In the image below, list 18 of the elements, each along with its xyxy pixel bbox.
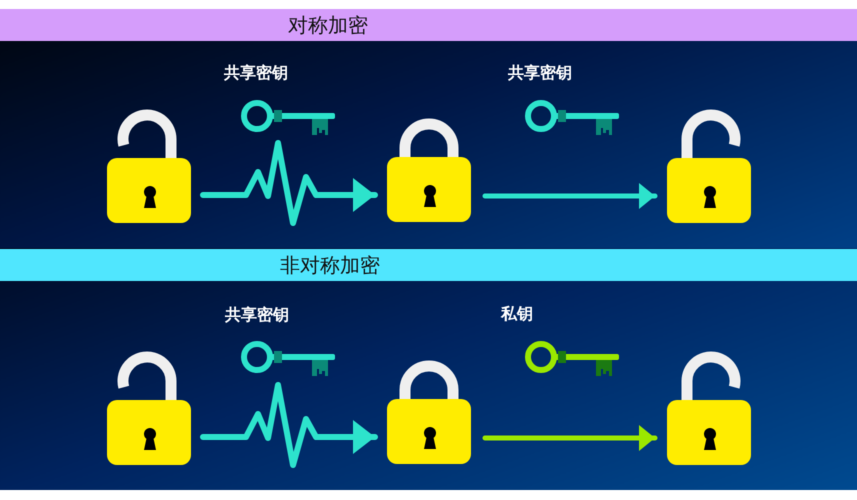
key-label: 共享密钥	[508, 63, 572, 83]
padlock	[387, 360, 471, 465]
key-label: 共享密钥	[224, 63, 288, 83]
arrow	[482, 183, 658, 209]
panel	[0, 248, 857, 490]
arrow	[482, 425, 658, 451]
padlock	[667, 108, 751, 224]
padlock	[667, 350, 751, 466]
panel	[0, 9, 857, 248]
section-heading: 对称加密	[288, 13, 368, 37]
padlock	[107, 350, 191, 466]
zigzag-arrow	[200, 140, 378, 226]
padlock	[387, 118, 471, 223]
section-heading: 非对称加密	[280, 253, 380, 277]
padlock	[107, 108, 191, 224]
key-label: 私钥	[501, 304, 533, 324]
zigzag-arrow	[200, 382, 378, 468]
key-label: 共享密钥	[225, 305, 289, 325]
